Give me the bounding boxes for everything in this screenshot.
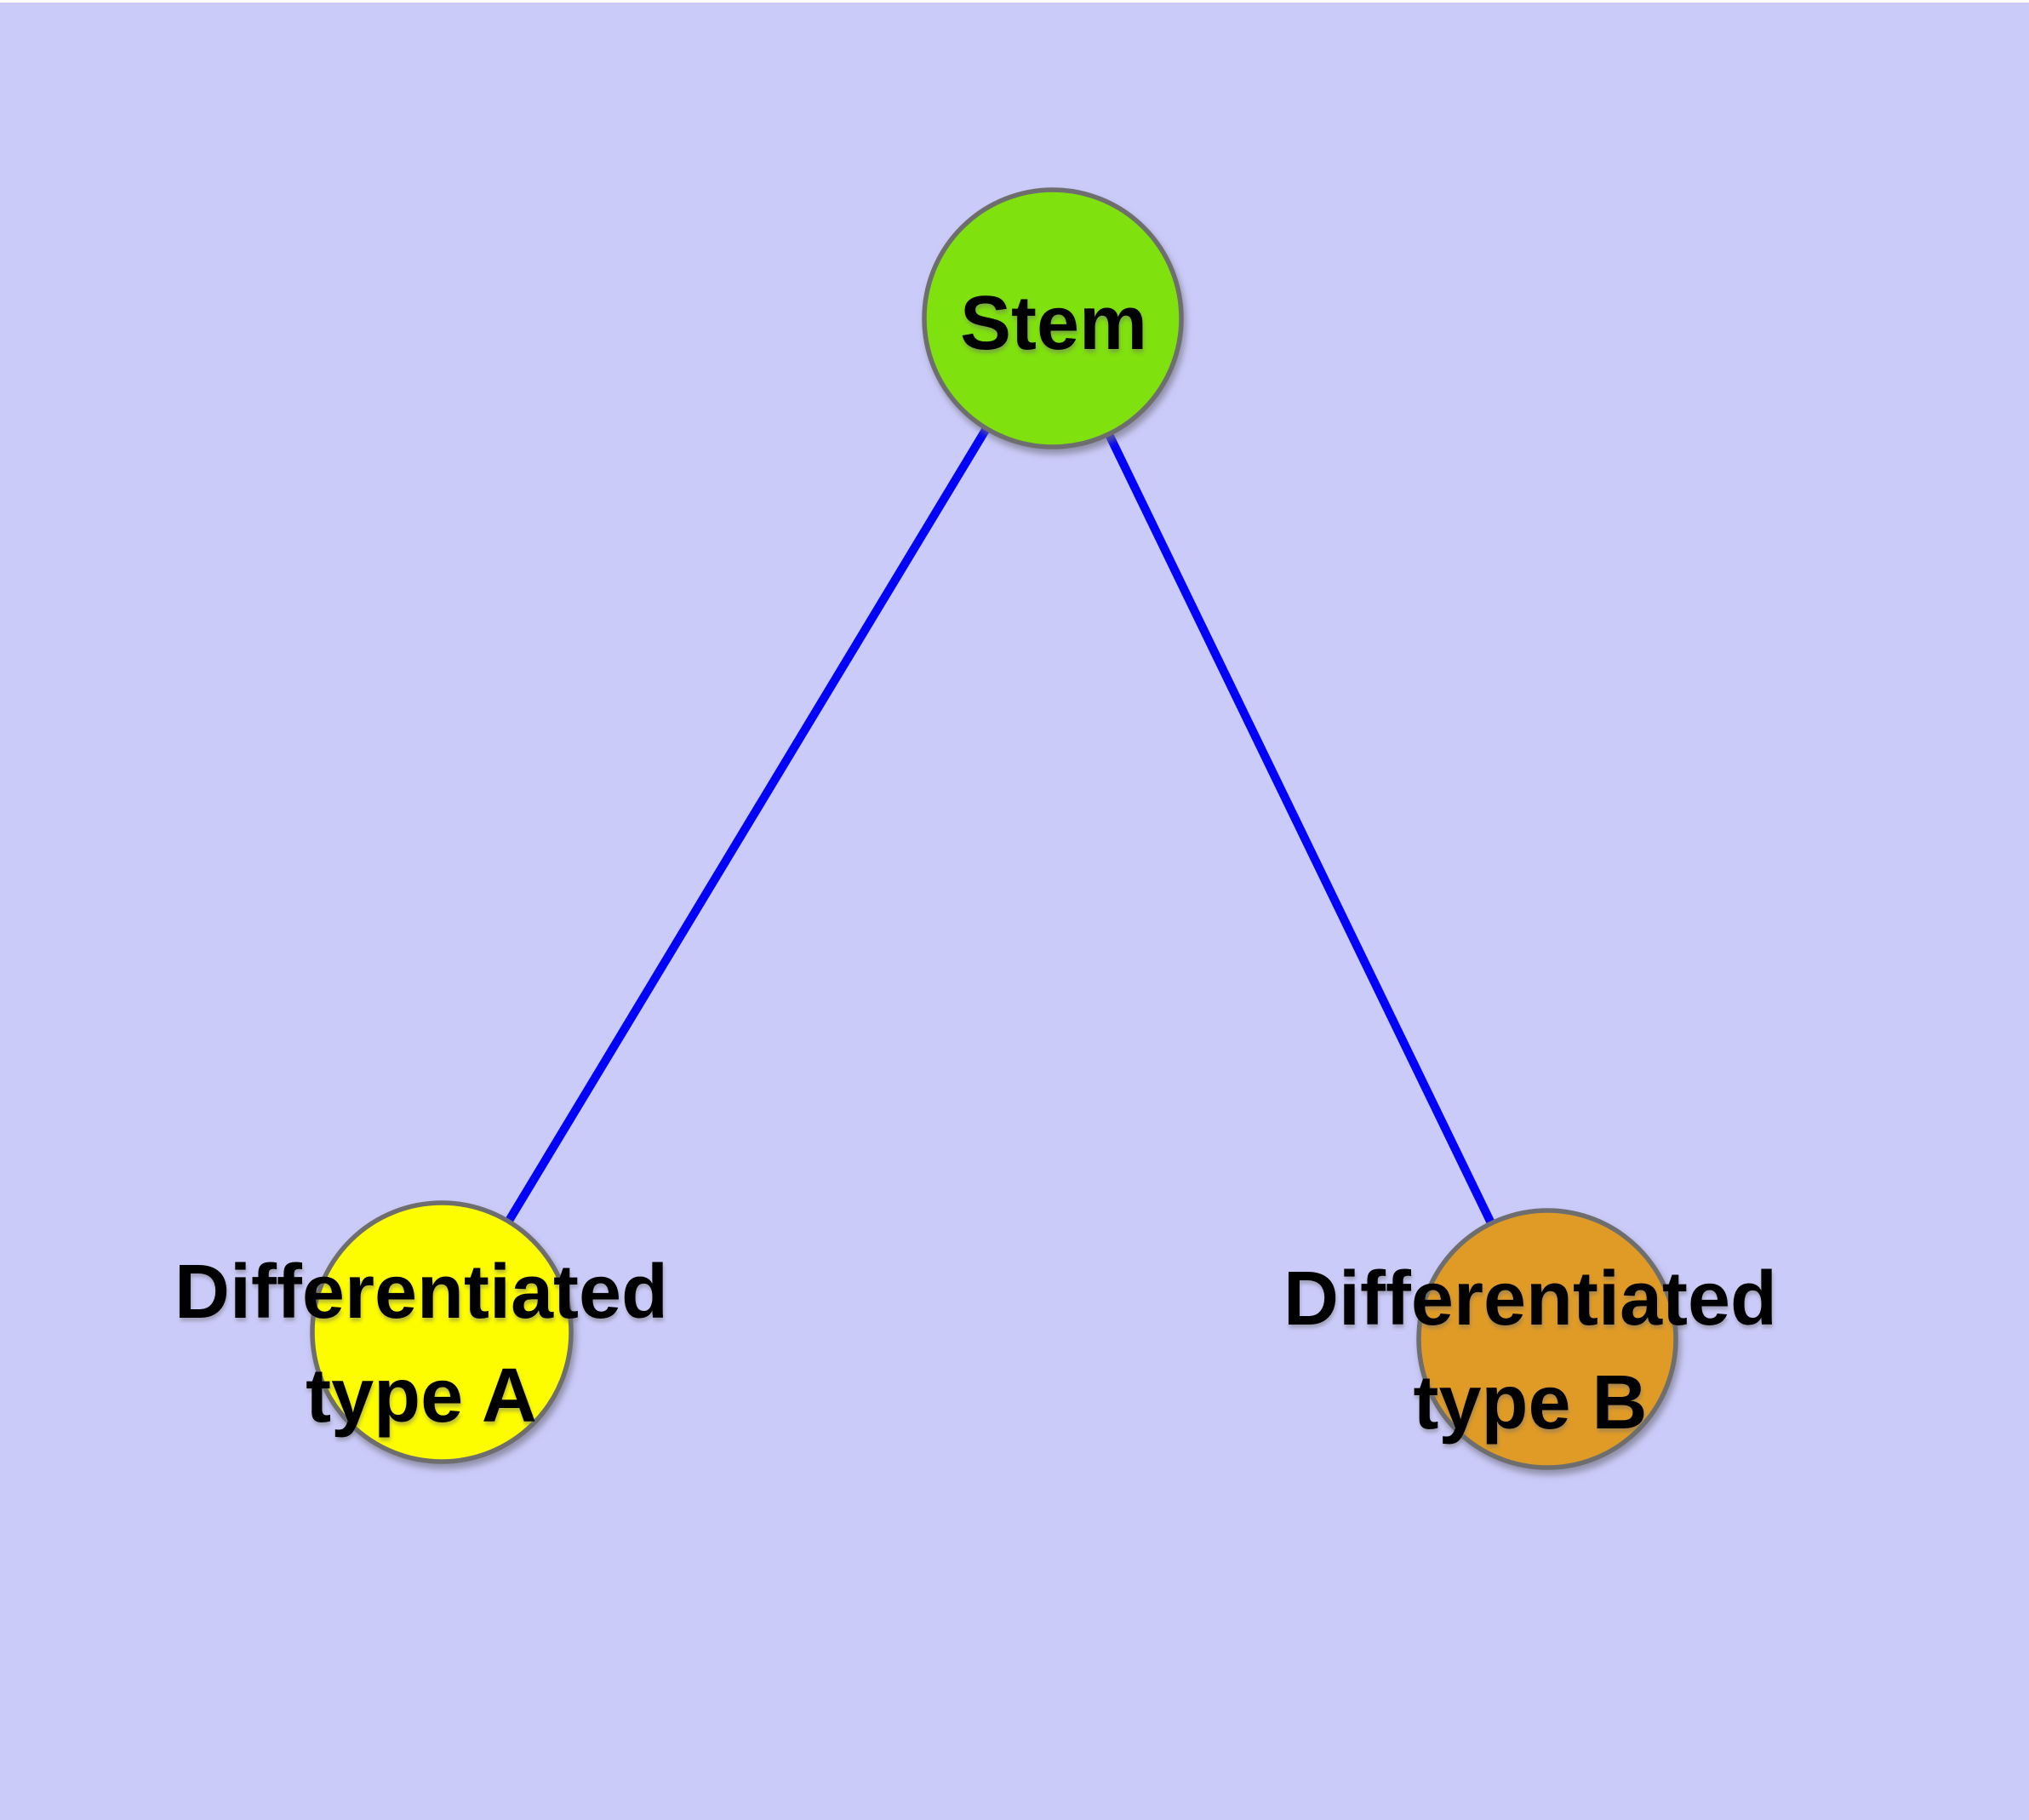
edge-stem-to-type-b — [1049, 316, 1552, 1342]
node-layer — [310, 187, 1678, 1470]
node-differentiated-type-b-circle — [1416, 1208, 1678, 1470]
node-stem-circle — [922, 187, 1184, 449]
label-layer: Stem Differentiated type A Differentiate… — [174, 281, 1777, 1445]
node-differentiated-type-b-label-line2: type B — [1413, 1360, 1647, 1445]
edge-stem-to-type-a — [437, 316, 1057, 1335]
node-differentiated-type-a-label-line2: type A — [306, 1354, 537, 1439]
node-differentiated-type-a-label-line1: Differentiated — [174, 1250, 668, 1335]
node-stem-label: Stem — [960, 281, 1147, 366]
node-differentiated-type-a-circle — [310, 1200, 574, 1464]
top-margin-strip — [0, 0, 2029, 3]
node-differentiated-type-b-label-line1: Differentiated — [1283, 1256, 1777, 1342]
edge-layer — [437, 316, 1552, 1342]
